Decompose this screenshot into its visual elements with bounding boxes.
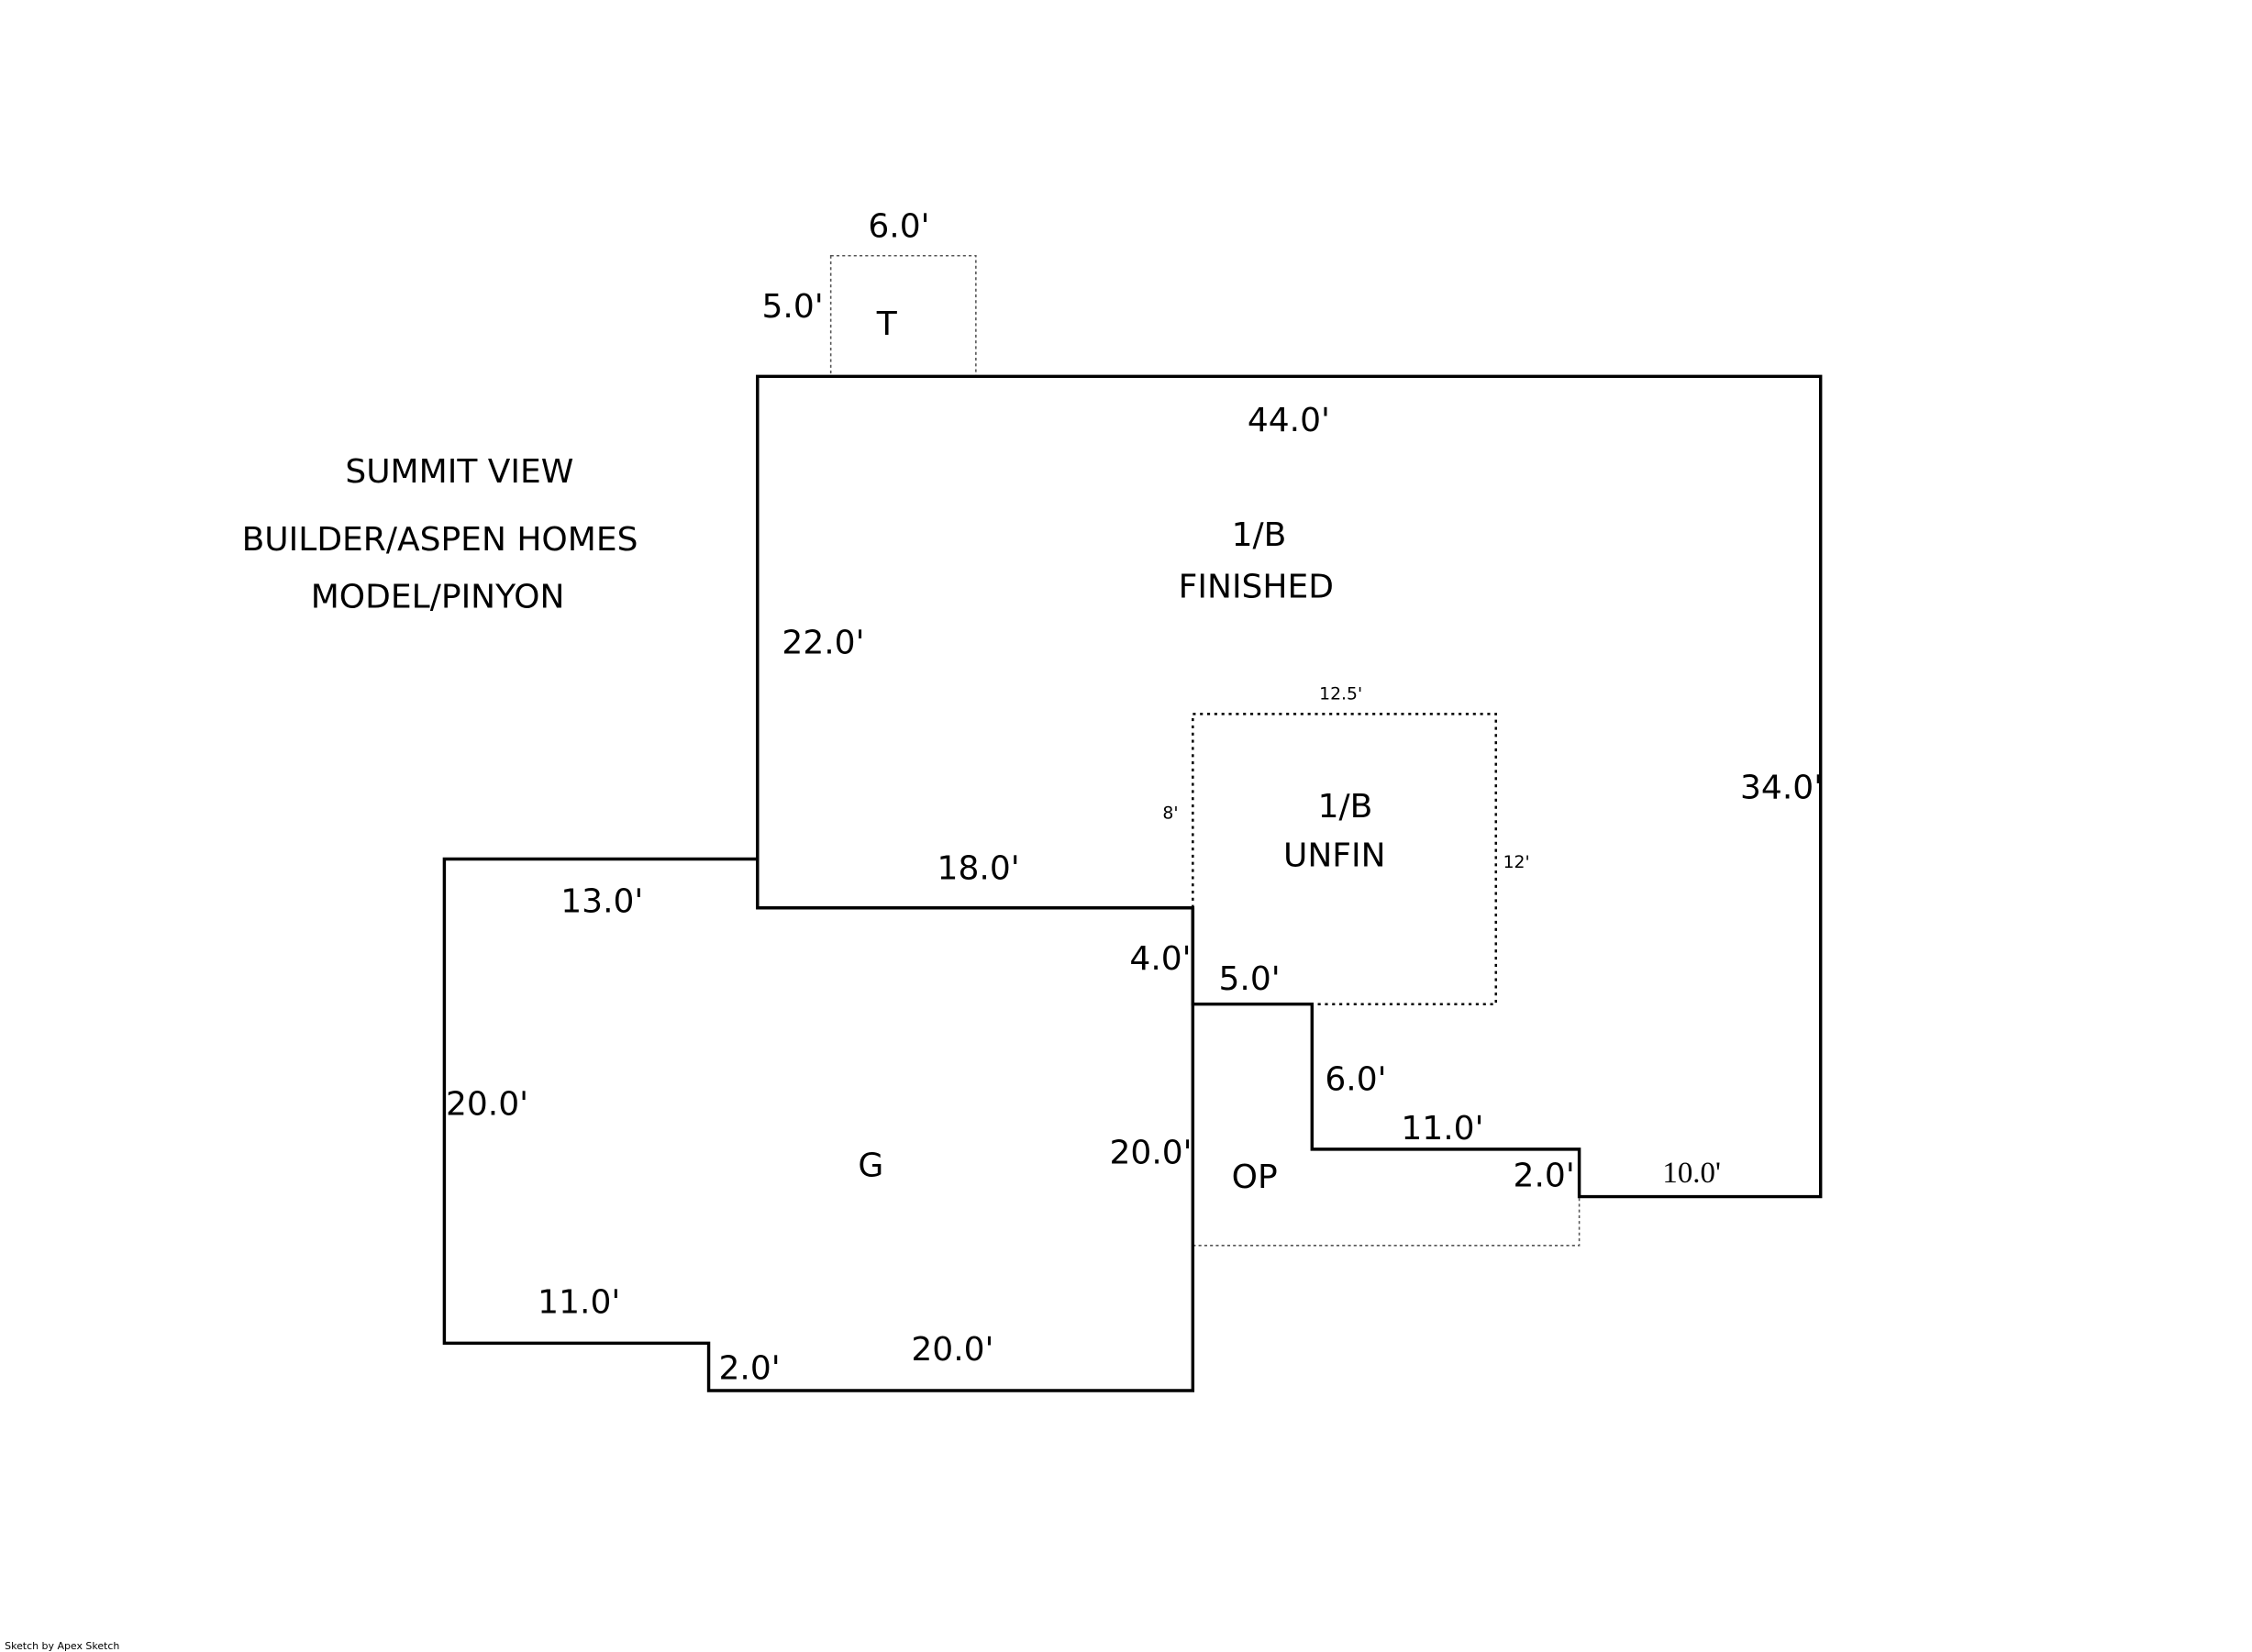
dim-garage-bottom: 20.0'	[911, 1331, 993, 1369]
area-label-unfin-2: UNFIN	[1283, 837, 1386, 874]
area-label-main-1: 1/B	[1232, 516, 1287, 554]
title-line-1: SUMMIT VIEW	[345, 453, 573, 491]
area-label-porch: OP	[1232, 1159, 1278, 1196]
dim-main-top: 44.0'	[1248, 402, 1330, 439]
dim-unfin-left: 8'	[1162, 804, 1178, 824]
main-level-outline	[756, 374, 1823, 1199]
area-label-unfin-1: 1/B	[1318, 788, 1373, 826]
dim-step-2: 2.0'	[1514, 1158, 1575, 1195]
dim-step-10: 10.0'	[1662, 1157, 1720, 1190]
footer-credit: Sketch by Apex Sketch	[5, 1640, 119, 1652]
dim-garage-left: 20.0'	[446, 1085, 528, 1123]
dim-main-bottom: 18.0'	[937, 849, 1020, 887]
dim-step-11: 11.0'	[1401, 1110, 1483, 1148]
porch-outline	[1193, 1196, 1581, 1247]
dim-unfin-right: 12'	[1503, 853, 1530, 872]
dim-step-4: 4.0'	[1129, 940, 1191, 978]
dim-garage-right: 20.0'	[1109, 1135, 1192, 1172]
dim-main-left: 22.0'	[782, 625, 864, 662]
unfinished-area-outline	[1192, 713, 1498, 1005]
dim-step-5: 5.0'	[1219, 960, 1281, 998]
dim-garage-notch: 2.0'	[719, 1349, 781, 1387]
t-area-outline	[829, 254, 977, 378]
dim-main-right: 34.0'	[1740, 770, 1823, 807]
area-label-t: T	[876, 305, 898, 343]
dim-t-side: 5.0'	[761, 288, 823, 326]
garage-outline	[442, 857, 1195, 1392]
title-line-3: MODEL/PINYON	[311, 578, 565, 615]
area-label-garage: G	[858, 1148, 883, 1185]
title-line-2: BUILDER/ASPEN HOMES	[242, 521, 638, 559]
dim-t-top: 6.0'	[868, 207, 929, 245]
dim-step-6: 6.0'	[1325, 1061, 1386, 1099]
dim-garage-bottom-left: 11.0'	[538, 1283, 620, 1321]
dim-unfin-top: 12.5'	[1319, 685, 1362, 704]
dim-garage-top: 13.0'	[560, 882, 643, 920]
area-label-main-2: FINISHED	[1179, 568, 1334, 605]
